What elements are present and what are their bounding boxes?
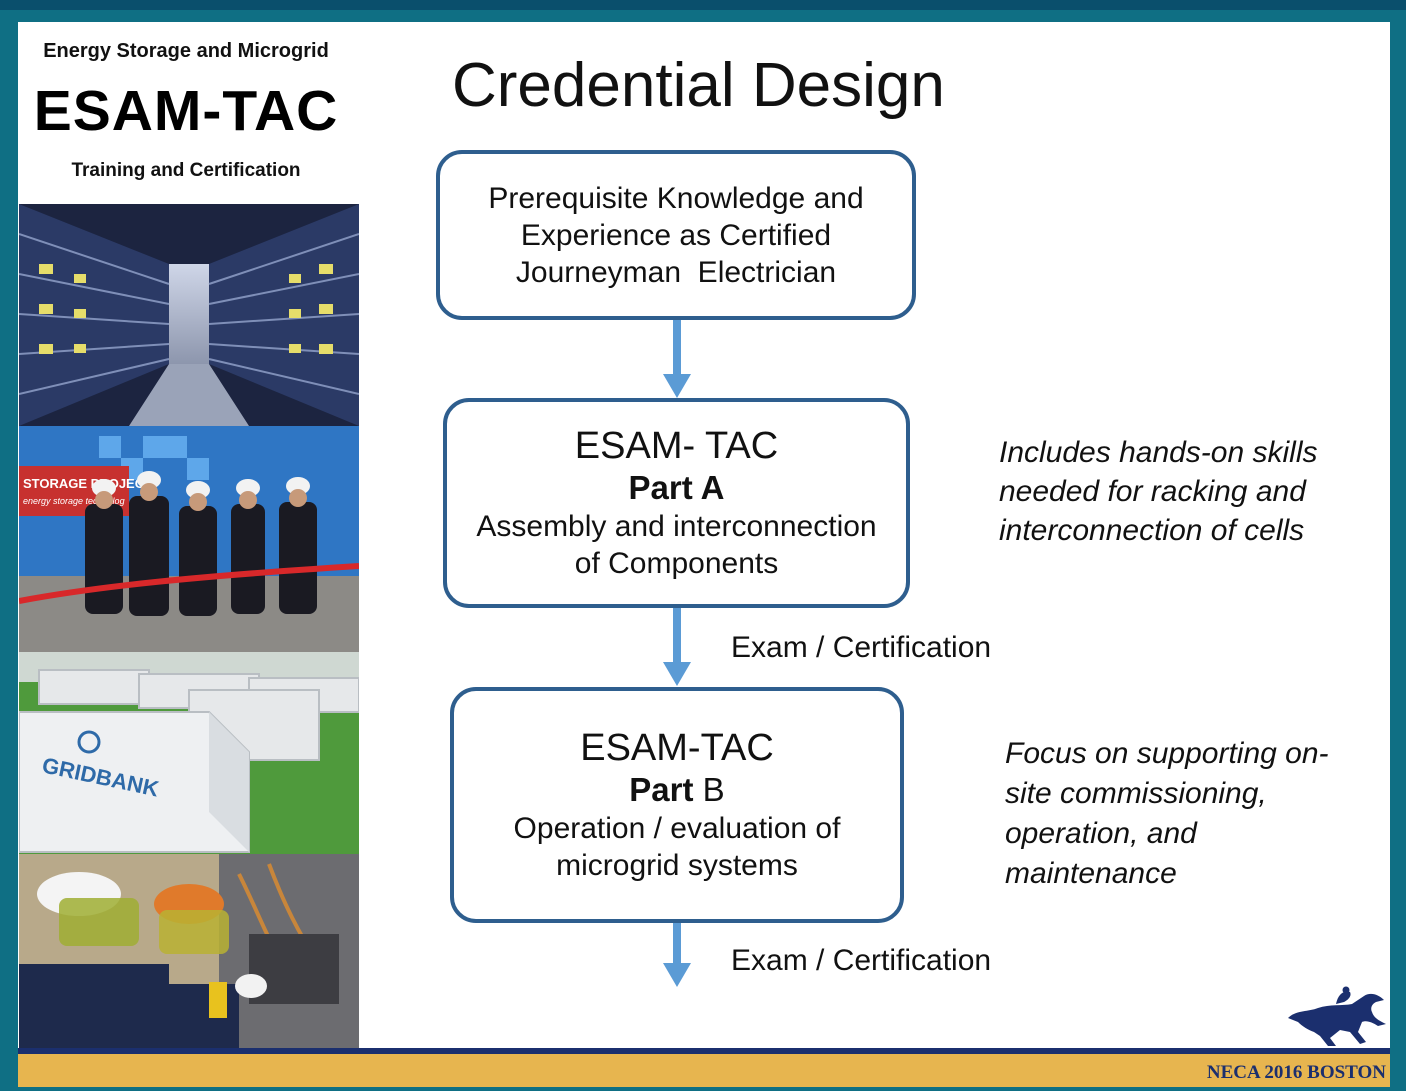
part-a-title: ESAM- TAC: [574, 425, 779, 467]
part-b-title: ESAM-TAC: [580, 727, 774, 769]
exam-certification-label-2: Exam / Certification: [731, 944, 992, 977]
part-b-label: Part B: [629, 770, 724, 810]
down-arrow-2: [663, 608, 691, 686]
footer-event-label: NECA 2016 BOSTON: [1206, 1062, 1386, 1083]
exam-certification-label-1: Exam / Certification: [731, 631, 992, 664]
gridbank-containers-photo: GRIDBANK: [19, 652, 359, 854]
prerequisite-line-2: Experience as Certified: [520, 218, 832, 252]
part-b-label-bold: Part: [629, 771, 694, 808]
battery-aisle-photo: [19, 204, 359, 426]
part-b-note-line-3: operation, and: [1005, 817, 1197, 850]
part-a-line-2: of Components: [574, 547, 779, 580]
down-arrow-3: [663, 923, 691, 987]
ribbon-cutting-photo: STORAGE PROJECT energy storage technolog: [19, 426, 359, 652]
prerequisite-box: Prerequisite Knowledge and Experience as…: [436, 150, 916, 320]
prerequisite-line-1: Prerequisite Knowledge and: [488, 181, 864, 215]
part-b-line-2: microgrid systems: [556, 849, 798, 882]
recycle-icon: [77, 730, 101, 754]
part-a-box: ESAM- TAC Part A Assembly and interconne…: [443, 398, 910, 608]
prerequisite-line-3: Journeyman Electrician: [515, 255, 837, 289]
brand-title: ESAM-TAC: [33, 79, 339, 143]
part-b-box: ESAM-TAC Part B Operation / evaluation o…: [450, 687, 904, 923]
horse-rider-icon: [1288, 986, 1386, 1046]
part-b-note-line-2: site commissioning,: [1005, 777, 1267, 810]
part-a-note-line-3: interconnection of cells: [999, 514, 1305, 547]
footer-band: NECA 2016 BOSTON: [18, 1054, 1390, 1087]
down-arrow-1: [663, 320, 691, 398]
part-b-label-letter: B: [693, 771, 725, 808]
part-b-note-line-1: Focus on supporting on-: [1005, 737, 1329, 770]
banner-subtext: energy storage technolog: [23, 496, 125, 506]
banner-text: STORAGE PROJECT: [23, 476, 152, 491]
part-b-line-1: Operation / evaluation of: [513, 812, 841, 845]
brand-tagline: Energy Storage and Microgrid: [43, 40, 329, 62]
part-a-note-line-2: needed for racking and: [999, 475, 1306, 508]
part-a-note-line-1: Includes hands-on skills: [999, 436, 1318, 469]
part-a-label: Part A: [628, 469, 725, 506]
electricians-photo: [19, 854, 359, 1052]
part-b-note-line-4: maintenance: [1005, 857, 1177, 890]
footer-stripe: [18, 1048, 1390, 1054]
part-a-line-1: Assembly and interconnection: [476, 510, 877, 543]
part-a-note: Includes hands-on skills needed for rack…: [999, 433, 1318, 550]
top-accent-bar: [0, 0, 1406, 10]
part-b-note: Focus on supporting on- site commissioni…: [1005, 734, 1329, 894]
brand-subtitle: Training and Certification: [71, 160, 301, 181]
slide-title: Credential Design: [452, 51, 945, 120]
